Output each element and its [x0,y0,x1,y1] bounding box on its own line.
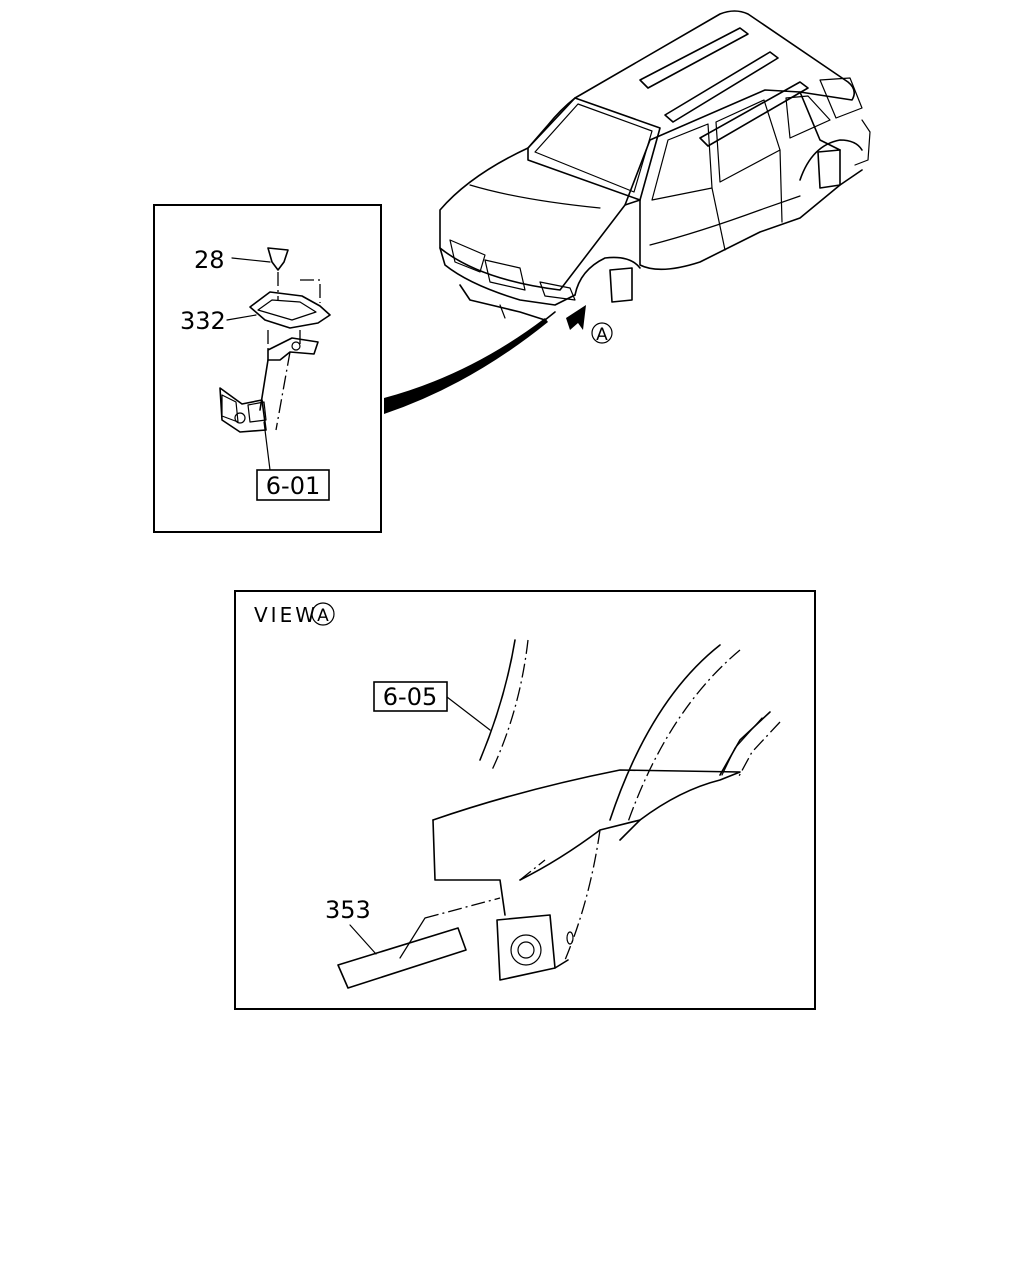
clip-part-icon [267,247,289,271]
callout-332: 332 [180,307,226,335]
view-marker-circle [591,322,613,344]
callout-353: 353 [325,896,371,924]
view-a-panel: VIEW A 6-05 353 [234,590,816,1010]
view-arrow-icon [566,305,586,330]
view-circle-icon [311,602,335,626]
callout-28: 28 [194,246,225,274]
vehicle-illustration: A [384,10,871,414]
view-label: VIEW [254,603,318,627]
view-marker-label: A [596,325,608,345]
bracket-332-icon [249,291,331,329]
mount-bracket-icon [267,337,319,361]
ref-6-01: 6-01 [266,472,320,500]
label-353-icon [337,927,467,989]
view-circle-label: A [317,606,329,626]
detail-inset: 28 332 6-01 [153,204,382,533]
ref-6-05: 6-05 [383,683,437,711]
